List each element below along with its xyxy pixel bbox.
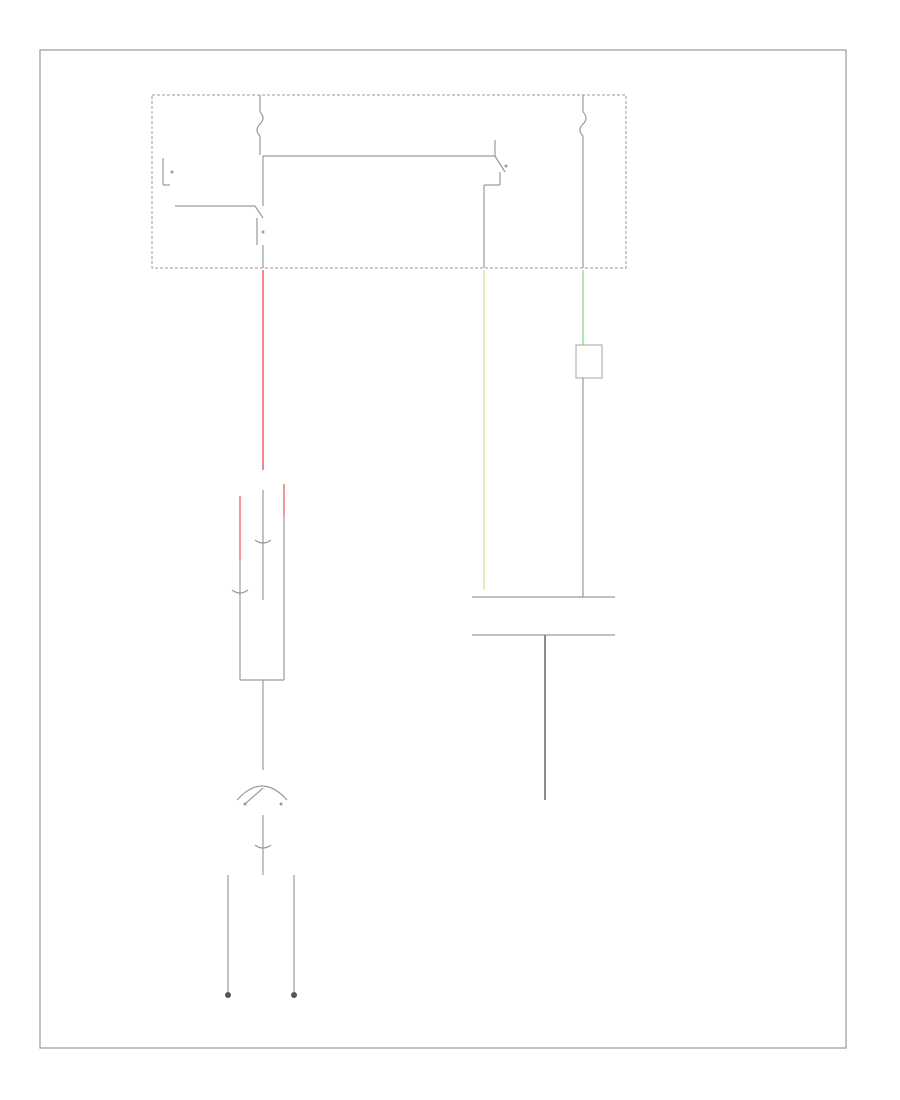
ground-left-a — [225, 875, 231, 998]
junction-block — [151, 94, 627, 269]
ground-left-b — [291, 875, 297, 998]
fuse-left — [256, 95, 264, 155]
connector-left-b — [254, 490, 285, 600]
relay-center — [175, 156, 265, 268]
connector-left-a — [231, 560, 249, 600]
relay-right — [483, 140, 508, 268]
central-unit — [472, 596, 615, 636]
module-right — [575, 344, 603, 597]
relay-left — [162, 158, 174, 186]
diagram-frame — [39, 49, 847, 1049]
transmission-switch — [236, 785, 288, 806]
fuse-right — [579, 95, 587, 268]
